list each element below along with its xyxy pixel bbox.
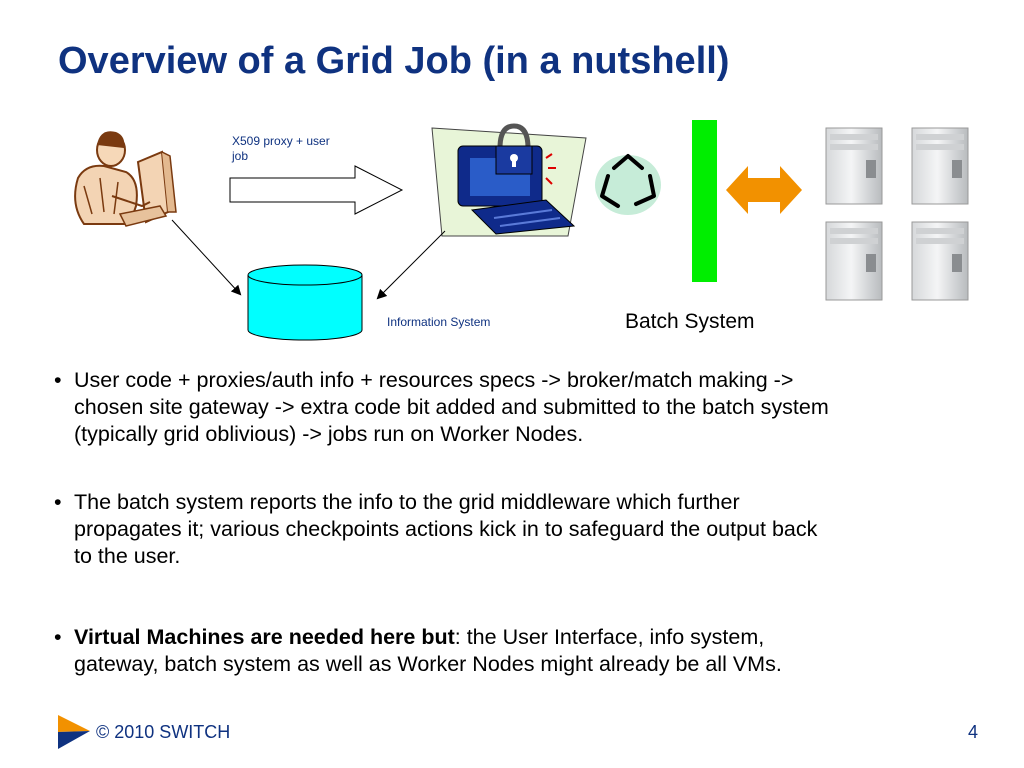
bullet-line: gateway, batch system as well as Worker … [74,652,782,676]
bullet-dot: • [54,490,62,514]
arrow-label-line1: X509 proxy + user [232,134,330,148]
bullet-line: propagates it; various checkpoints actio… [74,517,818,541]
batch-system-label: Batch System [625,310,755,333]
bullet-item: • The batch system reports the info to t… [50,489,1004,570]
submit-arrow [229,165,404,215]
gateway-to-info-arrow [376,230,446,300]
double-arrow-icon [726,166,802,214]
bullet-item: • Virtual Machines are needed here but: … [50,624,1004,678]
slide-title: Overview of a Grid Job (in a nutshell) [58,40,730,82]
bullet-line: chosen site gateway -> extra code bit ad… [74,395,829,419]
bullet-line: to the user. [74,544,181,568]
tower-server-icon [911,127,969,205]
bullet-text: : the User Interface, info system, [454,625,765,649]
tower-server-icon [825,127,883,205]
grid-job-diagram: X509 proxy + user job [74,120,969,341]
information-system-label: Information System [387,315,490,329]
bullet-item: • User code + proxies/auth info + resour… [50,367,1004,448]
secure-computer-lock-icon [431,123,587,237]
user-to-info-arrow [171,219,242,296]
switch-logo-icon [58,715,90,749]
information-system-database [247,264,363,341]
tower-server-icon [825,221,883,301]
bullet-dot: • [54,625,62,649]
bullet-line: (typically grid oblivious) -> jobs run o… [74,422,584,446]
footer-copyright: © 2010 SWITCH [96,722,231,742]
bullet-line: Virtual Machines are needed here but: th… [74,624,1004,651]
page-number: 4 [968,722,979,742]
bullet-bold-text: Virtual Machines are needed here but [74,625,455,649]
recycle-icon [595,154,661,215]
arrow-label-line2: job [231,149,248,163]
batch-system-bar [692,120,717,282]
bullet-dot: • [54,368,62,392]
person-at-computer-icon [74,131,177,227]
bullet-line: User code + proxies/auth info + resource… [74,368,794,392]
bullet-line: The batch system reports the info to the… [74,490,740,514]
tower-server-icon [911,221,969,301]
